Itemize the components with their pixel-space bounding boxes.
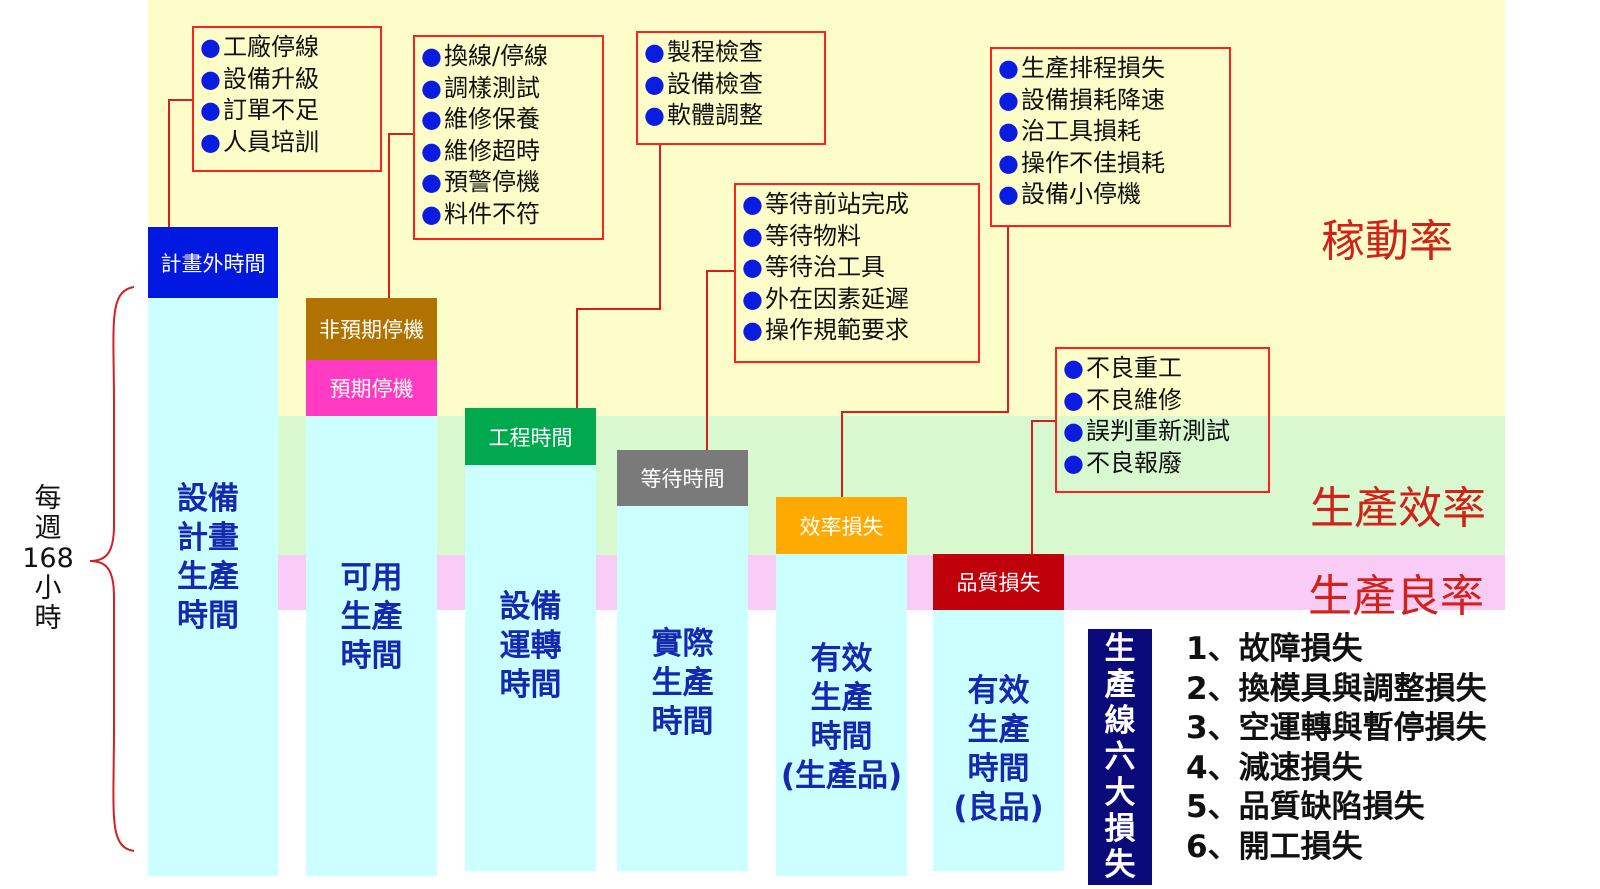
efficiency-causes-box: 生產排程損失 設備損耗降速 治工具損耗 操作不佳損耗 設備小停機 bbox=[990, 47, 1231, 227]
planned-production-time-label: 設備 計畫 生產 時間 bbox=[177, 481, 239, 634]
cause-item: 等待治工具 bbox=[742, 252, 972, 284]
cause-item: 外在因素延遲 bbox=[742, 284, 972, 316]
loss-item: 4、減速損失 bbox=[1186, 749, 1363, 786]
cause-item: 不良報廢 bbox=[1063, 448, 1262, 480]
weekly-char: 小 bbox=[34, 573, 62, 604]
cause-item: 操作規範要求 bbox=[742, 315, 972, 347]
weekly-char: 每 bbox=[34, 483, 62, 514]
cause-item: 預警停機 bbox=[421, 167, 596, 199]
equipment-running-time-label: 設備 運轉 時間 bbox=[499, 589, 562, 703]
availability-rate-label: 稼動率 bbox=[1321, 216, 1453, 267]
connector-line bbox=[841, 411, 1009, 413]
loss-item: 1、故障損失 bbox=[1186, 631, 1363, 667]
weekly-char: 週 bbox=[34, 513, 62, 544]
connector-line bbox=[841, 411, 843, 497]
cause-item: 訂單不足 bbox=[200, 95, 374, 127]
waiting-time-header: 等待時間 bbox=[617, 450, 748, 506]
connector-line bbox=[659, 144, 661, 310]
connector-line bbox=[388, 133, 390, 299]
connector-line bbox=[576, 308, 661, 310]
six-big-losses-list: 1、故障損失 2、換模具與調整損失 3、空運轉與暫停損失 4、減速損失 5、品質… bbox=[1186, 630, 1487, 867]
cause-item: 料件不符 bbox=[421, 199, 596, 231]
curly-brace bbox=[89, 286, 135, 852]
cause-item: 不良重工 bbox=[1063, 353, 1262, 385]
quality-loss-header: 品質損失 bbox=[933, 554, 1064, 610]
connector-line bbox=[168, 99, 170, 229]
loss-item: 3、空運轉與暫停損失 bbox=[1186, 710, 1487, 746]
unplanned-causes-box: 工廠停線 設備升級 訂單不足 人員培訓 bbox=[192, 26, 382, 172]
cause-item: 設備小停機 bbox=[998, 179, 1223, 211]
actual-production-time-column bbox=[617, 506, 748, 871]
actual-production-time-label: 實際 生產 時間 bbox=[651, 626, 714, 740]
six-big-losses-title: 生 產 線 六 大 損 失 bbox=[1088, 629, 1152, 885]
yield-rate-label: 生產良率 bbox=[1308, 571, 1484, 622]
cause-item: 軟體調整 bbox=[644, 100, 818, 132]
weekly-hours-number: 168 bbox=[22, 543, 74, 574]
downtime-causes-box: 換線/停線 調樣測試 維修保養 維修超時 預警停機 料件不符 bbox=[413, 35, 604, 240]
loss-item: 2、換模具與調整損失 bbox=[1186, 670, 1487, 707]
cause-item: 換線/停線 bbox=[421, 41, 596, 73]
connector-line bbox=[388, 133, 414, 135]
cause-item: 設備損耗降速 bbox=[998, 85, 1223, 117]
connector-line bbox=[576, 308, 578, 410]
cause-item: 製程檢查 bbox=[644, 37, 818, 69]
unplanned-time-header: 計畫外時間 bbox=[148, 227, 278, 298]
title-char: 失 bbox=[1104, 847, 1136, 883]
cause-item: 誤判重新測試 bbox=[1063, 416, 1262, 448]
cause-item: 調樣測試 bbox=[421, 73, 596, 105]
cause-item: 治工具損耗 bbox=[998, 116, 1223, 148]
connector-line bbox=[706, 270, 736, 272]
quality-causes-box: 不良重工 不良維修 誤判重新測試 不良報廢 bbox=[1055, 347, 1270, 493]
unplanned-downtime-header: 非預期停機 bbox=[306, 298, 437, 360]
cause-item: 設備升級 bbox=[200, 64, 374, 96]
weekly-hours-label: 每 週 168 小 時 bbox=[18, 484, 78, 634]
cause-item: 工廠停線 bbox=[200, 32, 374, 64]
available-production-time-label: 可用 生產 時間 bbox=[340, 560, 403, 674]
planned-downtime-header: 預期停機 bbox=[306, 360, 437, 416]
efficiency-rate-label: 生產效率 bbox=[1310, 483, 1486, 534]
title-char: 生 bbox=[1104, 631, 1136, 667]
cause-item: 等待前站完成 bbox=[742, 189, 972, 221]
weekly-char: 時 bbox=[34, 603, 62, 634]
connector-line bbox=[1007, 227, 1009, 412]
cause-item: 不良維修 bbox=[1063, 385, 1262, 417]
loss-item: 5、品質缺陷損失 bbox=[1186, 789, 1425, 825]
engineering-causes-box: 製程檢查 設備檢查 軟體調整 bbox=[636, 31, 826, 145]
connector-line bbox=[1031, 420, 1057, 422]
title-char: 大 bbox=[1104, 775, 1136, 811]
effective-production-time-label: 有效 生產 時間 (生產品) bbox=[780, 641, 903, 794]
cause-item: 維修超時 bbox=[421, 136, 596, 168]
cause-item: 維修保養 bbox=[421, 104, 596, 136]
planned-production-time-column bbox=[148, 298, 278, 876]
cause-item: 人員培訓 bbox=[200, 127, 374, 159]
efficiency-loss-header: 效率損失 bbox=[776, 497, 907, 554]
title-char: 損 bbox=[1104, 811, 1136, 847]
title-char: 產 bbox=[1104, 667, 1136, 703]
connector-line bbox=[168, 99, 194, 101]
cause-item: 操作不佳損耗 bbox=[998, 148, 1223, 180]
cause-item: 等待物料 bbox=[742, 221, 972, 253]
title-char: 六 bbox=[1104, 739, 1136, 775]
effective-good-production-time-label: 有效 生產 時間 (良品) bbox=[953, 673, 1044, 826]
connector-line bbox=[706, 270, 708, 450]
engineering-time-header: 工程時間 bbox=[465, 408, 596, 465]
waiting-causes-box: 等待前站完成 等待物料 等待治工具 外在因素延遲 操作規範要求 bbox=[734, 183, 980, 363]
available-production-time-column bbox=[306, 416, 437, 876]
effective-good-production-time-column bbox=[933, 610, 1064, 871]
effective-production-time-column bbox=[776, 554, 907, 876]
title-char: 線 bbox=[1104, 703, 1136, 739]
cause-item: 生產排程損失 bbox=[998, 53, 1223, 85]
equipment-running-time-column bbox=[465, 465, 596, 871]
connector-line bbox=[1031, 420, 1033, 554]
cause-item: 設備檢查 bbox=[644, 69, 818, 101]
loss-item: 6、開工損失 bbox=[1186, 828, 1363, 865]
